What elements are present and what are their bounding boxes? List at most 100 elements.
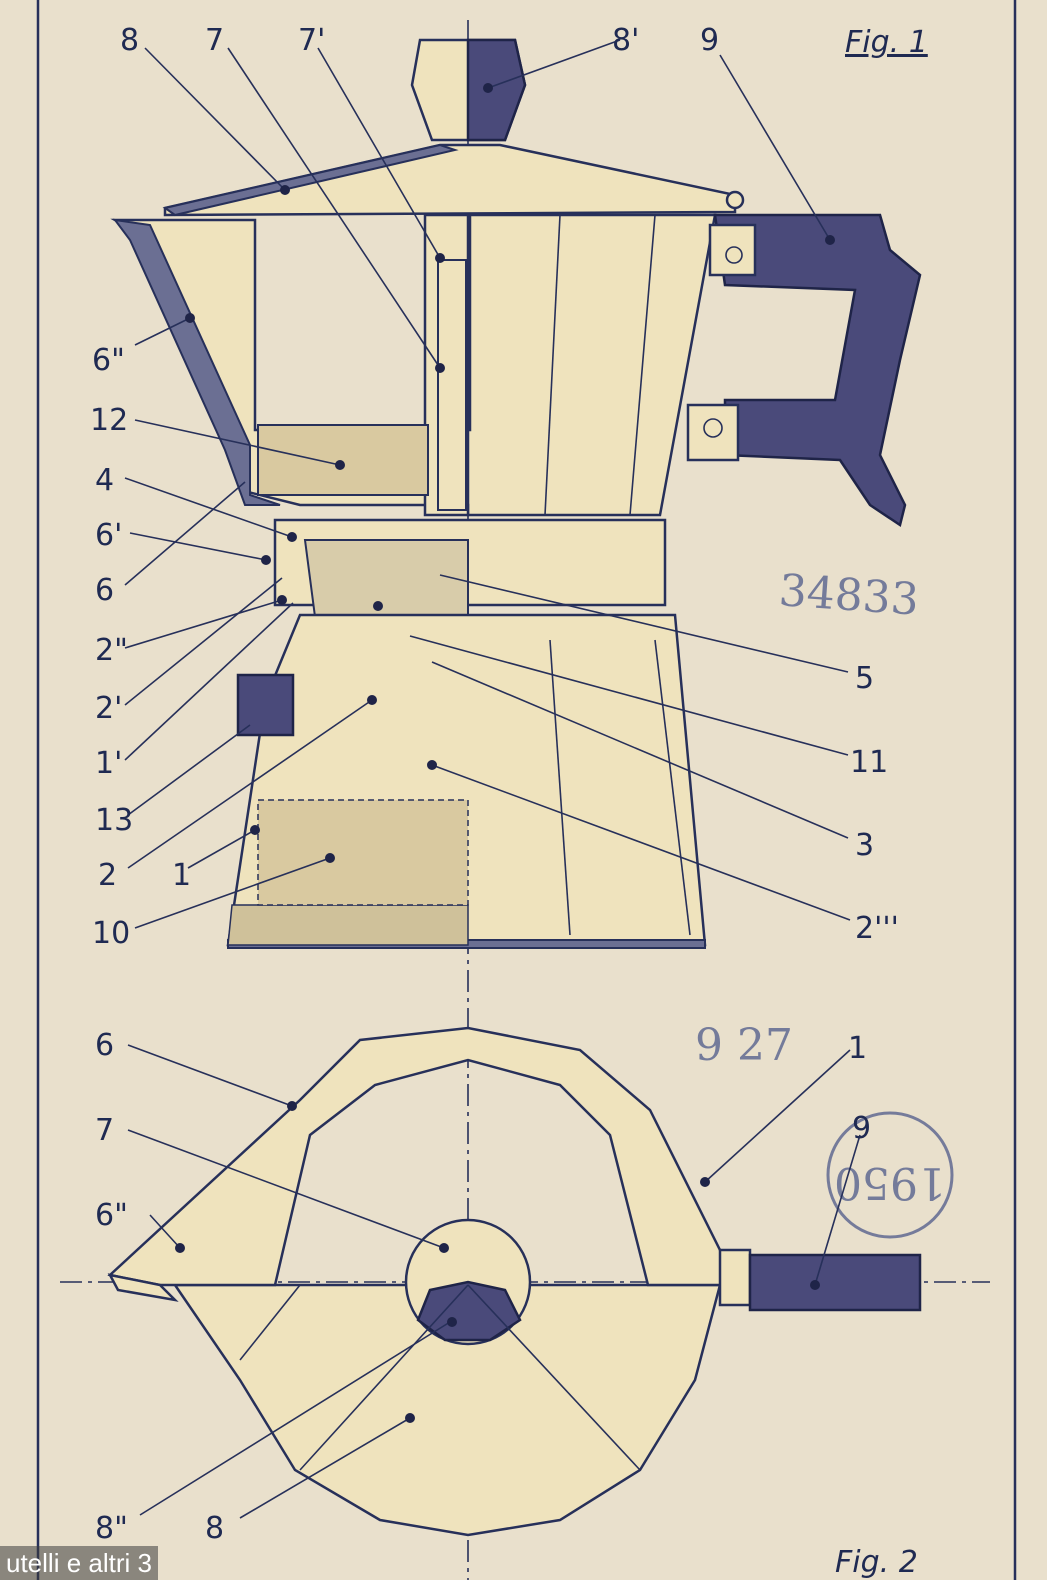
- handle-bracket-bottom: [686, 403, 740, 462]
- fig1-title: Fig. 1: [845, 25, 928, 60]
- label-8pp: 8": [95, 1511, 128, 1546]
- caption-overlay: utelli e altri 3: [0, 1546, 158, 1580]
- spout: [107, 1273, 179, 1302]
- fig1-leader-lines: [124, 39, 851, 929]
- leader-13: [127, 724, 251, 816]
- facet-line: [549, 639, 571, 936]
- hinge-pin: [725, 190, 745, 210]
- upper-wall-section: [112, 218, 281, 506]
- leader-dot: [825, 235, 835, 245]
- leader-6pp: [134, 317, 191, 346]
- label-2ppp: 2''': [855, 911, 899, 946]
- label-9: 9: [700, 23, 719, 58]
- leader-dot: [700, 1177, 710, 1187]
- knob-lower-shaded: [416, 1280, 522, 1342]
- leader-dot: [373, 601, 383, 611]
- leader-6pp: [149, 1214, 181, 1249]
- leader-6: [124, 481, 246, 586]
- facet-line: [299, 1284, 469, 1471]
- leader-6p: [129, 532, 267, 561]
- fig2-top-view-drawing: 1950: [60, 1026, 990, 1537]
- label-2p: 2': [95, 691, 122, 726]
- leader-11: [409, 635, 849, 756]
- label-10: 10: [92, 916, 130, 951]
- rivet: [703, 418, 723, 438]
- leader-dot: [280, 185, 290, 195]
- leader-dot: [447, 1317, 457, 1327]
- stamp-number-fig1: 34833: [777, 565, 920, 626]
- label-5: 5: [855, 661, 874, 696]
- label-2pp: 2": [95, 633, 128, 668]
- label-6: 6: [95, 573, 114, 608]
- leader-dot: [175, 1243, 185, 1253]
- water-chamber: [257, 799, 469, 906]
- label-11: 11: [850, 745, 888, 780]
- label-7: 7: [95, 1113, 114, 1148]
- leader-2pp: [124, 599, 283, 649]
- label-8: 8: [120, 23, 139, 58]
- leader-7p: [317, 47, 441, 259]
- leader-dot: [483, 83, 493, 93]
- facet-line: [654, 639, 691, 936]
- central-column: [423, 213, 470, 517]
- fig1-leader-dots: [185, 83, 835, 863]
- leader-dot: [335, 460, 345, 470]
- leader-dot: [427, 760, 437, 770]
- leader-6: [127, 1044, 293, 1107]
- base-octagon: [172, 1283, 722, 1537]
- fig2-labels: 6 7 6" 8" 8 1 9 9 27 Fig. 2: [95, 1020, 918, 1580]
- leader-dot: [250, 825, 260, 835]
- upper-rim: [107, 1026, 743, 1287]
- leader-5: [439, 574, 849, 673]
- facet-line: [467, 1284, 641, 1471]
- rivet: [725, 246, 743, 264]
- label-4: 4: [95, 463, 114, 498]
- leader-dot: [261, 555, 271, 565]
- fig2-leader-lines: [127, 1044, 861, 1519]
- facet-line: [239, 1284, 301, 1361]
- leader-dot: [435, 253, 445, 263]
- fig2-title: Fig. 2: [835, 1545, 918, 1580]
- leader-7: [227, 47, 441, 369]
- leader-dot: [367, 695, 377, 705]
- round-stamp-text: 1950: [834, 1157, 946, 1208]
- label-9: 9: [852, 1111, 871, 1146]
- leader-9: [719, 54, 831, 241]
- handle-top-view: [748, 1253, 922, 1312]
- leader-4: [124, 477, 293, 538]
- leader-dot: [185, 313, 195, 323]
- leader-dot: [439, 1243, 449, 1253]
- leader-8: [239, 1417, 411, 1519]
- label-6pp: 6": [92, 343, 125, 378]
- label-7: 7: [205, 23, 224, 58]
- label-3: 3: [855, 828, 874, 863]
- label-6: 6: [95, 1028, 114, 1063]
- facet-line: [544, 214, 561, 516]
- leader-dot: [405, 1413, 415, 1423]
- handle: [713, 213, 922, 528]
- label-1: 1: [848, 1031, 867, 1066]
- leader-7: [127, 1129, 445, 1249]
- leader-2ppp: [431, 764, 851, 921]
- label-8p: 8': [612, 23, 639, 58]
- leader-2: [127, 699, 373, 869]
- leader-dot: [287, 532, 297, 542]
- label-1p: 1': [95, 746, 122, 781]
- label-6p: 6': [95, 518, 122, 553]
- leader-8pp: [139, 1321, 451, 1516]
- leader-12: [134, 419, 341, 466]
- leader-dot: [277, 595, 287, 605]
- leader-dot: [325, 853, 335, 863]
- label-7p: 7': [298, 23, 325, 58]
- lid-knob-shaded: [466, 38, 527, 142]
- label-12: 12: [90, 403, 128, 438]
- fig1-moka-pot-drawing: [110, 38, 922, 949]
- leader-9: [814, 1134, 861, 1286]
- handle-bracket-top-view: [718, 1248, 752, 1307]
- leader-1: [704, 1049, 851, 1183]
- leader-1: [187, 829, 256, 869]
- leader-8: [144, 47, 286, 191]
- leader-10: [134, 857, 331, 929]
- coffee-chamber: [257, 424, 429, 496]
